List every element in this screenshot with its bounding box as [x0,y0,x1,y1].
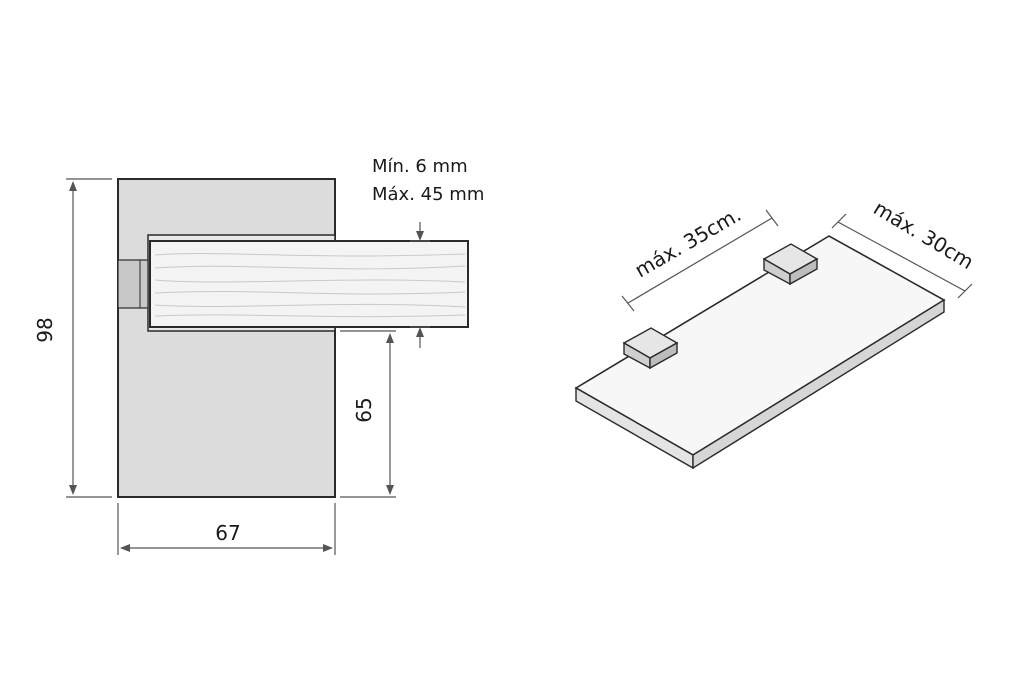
width-dim-label: 67 [215,521,240,545]
bracket-block-back [762,243,819,286]
depth-dimension [831,213,973,299]
clearance-dimension [340,330,396,498]
thickness-indicator [410,222,430,348]
bracket-body [117,178,336,498]
thickness-max-label: Máx. 45 mm [372,184,484,205]
shelf-panel [149,240,469,328]
set-screw [117,259,149,309]
height-dimension [66,178,112,498]
bracket-block-front [622,327,679,370]
shelf-isometric-view: máx. 35cm. máx. 30cm [574,196,978,470]
depth-label: máx. 30cm [869,196,978,274]
clearance-dim-label: 65 [352,397,376,422]
spacing-dimension [621,209,779,312]
bracket-side-view: 98 67 65 Mín. 6 mm Máx. [33,156,484,555]
height-dim-label: 98 [33,317,57,342]
thickness-min-label: Mín. 6 mm [372,156,468,177]
spacing-label: máx. 35cm. [631,202,746,282]
width-dimension [117,503,336,555]
